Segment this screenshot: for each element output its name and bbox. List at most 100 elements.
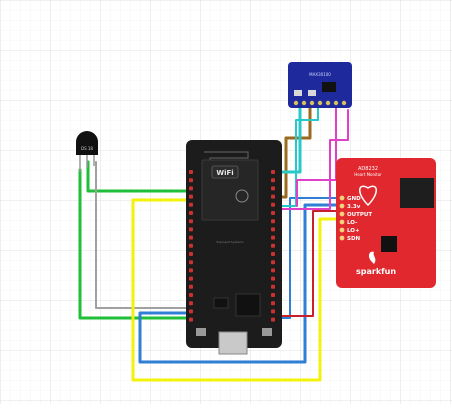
ecg-pin-label: OUTPUT bbox=[347, 212, 372, 218]
header-pin[interactable] bbox=[271, 268, 275, 273]
sensor-body bbox=[76, 131, 98, 155]
en-button[interactable] bbox=[262, 328, 272, 336]
wire-red-3v3[interactable] bbox=[275, 210, 341, 317]
pulse-sensor-pin[interactable] bbox=[317, 100, 323, 106]
pulse-sensor-chip bbox=[322, 82, 336, 92]
sensor-label: DS 18 bbox=[81, 146, 93, 151]
wire-teal-sda[interactable] bbox=[274, 106, 302, 174]
ecg-pin[interactable] bbox=[339, 227, 345, 233]
pulse-sensor-pin[interactable] bbox=[293, 100, 299, 106]
ecg-audio-jack bbox=[400, 178, 434, 208]
ecg-pin-label: LO+ bbox=[347, 228, 360, 234]
pulse-sensor-pins bbox=[293, 100, 347, 106]
esp32-board[interactable]: WiFi Espressif Systems bbox=[186, 140, 282, 355]
ecg-pin[interactable] bbox=[339, 195, 345, 201]
esp32-right-header bbox=[271, 170, 275, 322]
header-pin[interactable] bbox=[271, 243, 275, 248]
header-pin[interactable] bbox=[271, 211, 275, 215]
wire-blue-gnd[interactable] bbox=[275, 197, 341, 319]
header-pin[interactable] bbox=[189, 211, 193, 215]
wire-brown-scl[interactable] bbox=[274, 103, 312, 199]
temperature-sensor[interactable]: DS 18 bbox=[76, 131, 98, 172]
header-pin[interactable] bbox=[271, 227, 275, 232]
header-pin[interactable] bbox=[271, 170, 275, 174]
header-pin[interactable] bbox=[189, 243, 193, 248]
pulse-sensor-pin[interactable] bbox=[333, 100, 339, 106]
header-pin[interactable] bbox=[189, 284, 193, 289]
header-pin[interactable] bbox=[189, 260, 193, 265]
header-pin[interactable] bbox=[271, 309, 275, 314]
header-pin[interactable] bbox=[189, 252, 193, 256]
ecg-board[interactable]: AD8232 Heart Monitor GND3.3vOUTPUTLO-LO+… bbox=[336, 158, 436, 288]
header-pin[interactable] bbox=[189, 170, 193, 174]
pulse-sensor-pcb bbox=[288, 62, 352, 108]
sparkfun-flame-icon bbox=[368, 251, 376, 264]
ecg-pin[interactable] bbox=[339, 219, 345, 225]
header-pin[interactable] bbox=[271, 276, 275, 281]
wire-blue-loop[interactable] bbox=[138, 203, 342, 364]
wire-ecg-output[interactable] bbox=[131, 198, 342, 382]
header-pin[interactable] bbox=[189, 186, 193, 191]
header-pin[interactable] bbox=[189, 293, 193, 297]
wifi-badge bbox=[211, 165, 239, 179]
header-pin[interactable] bbox=[189, 309, 193, 314]
wire-sensor-vcc[interactable] bbox=[86, 160, 194, 193]
pulse-sensor-pin[interactable] bbox=[309, 100, 315, 106]
header-pin[interactable] bbox=[271, 284, 275, 289]
pulse-sensor-pin[interactable] bbox=[325, 100, 331, 106]
wire-sensor-gnd[interactable] bbox=[78, 168, 194, 320]
header-pin[interactable] bbox=[189, 276, 193, 281]
header-pin[interactable] bbox=[189, 219, 193, 224]
pulse-sensor-pin[interactable] bbox=[341, 100, 347, 106]
pulse-sensor-label: MAX30100 bbox=[309, 72, 331, 77]
header-pin[interactable] bbox=[189, 301, 193, 306]
header-pin[interactable] bbox=[189, 317, 193, 322]
esp32-left-header bbox=[189, 170, 193, 322]
ecg-chip bbox=[381, 236, 397, 252]
header-pin[interactable] bbox=[271, 260, 275, 265]
module-board-text: Espressif Systems bbox=[216, 240, 244, 244]
pulse-sensor-pin[interactable] bbox=[301, 100, 307, 106]
wire-magenta-vcc[interactable] bbox=[275, 109, 349, 210]
header-pin[interactable] bbox=[271, 178, 275, 183]
header-pin[interactable] bbox=[189, 202, 193, 207]
esp32-chip-small bbox=[213, 297, 229, 309]
header-pin[interactable] bbox=[189, 268, 193, 273]
boot-button[interactable] bbox=[196, 328, 206, 336]
header-pin[interactable] bbox=[271, 202, 275, 207]
heart-icon bbox=[359, 185, 377, 207]
wires bbox=[78, 103, 349, 382]
header-pin[interactable] bbox=[271, 293, 275, 297]
header-pin[interactable] bbox=[271, 219, 275, 224]
ecg-title: AD8232 bbox=[358, 166, 378, 172]
header-pin[interactable] bbox=[271, 317, 275, 322]
wire-magenta-2[interactable] bbox=[296, 107, 337, 207]
header-pin[interactable] bbox=[271, 235, 275, 240]
pulse-sensor-board[interactable]: MAX30100 bbox=[288, 62, 352, 108]
ecg-pin-label: LO- bbox=[347, 220, 357, 226]
usb-port bbox=[218, 331, 248, 355]
header-pin[interactable] bbox=[189, 194, 193, 199]
wire-teal-2[interactable] bbox=[275, 104, 319, 207]
wifi-label: WiFi bbox=[216, 169, 233, 177]
esp32-chip-main bbox=[235, 293, 261, 317]
header-pin[interactable] bbox=[189, 178, 193, 183]
header-pin[interactable] bbox=[271, 186, 275, 191]
header-pin[interactable] bbox=[189, 227, 193, 232]
ecg-brand: sparkfun bbox=[356, 267, 396, 276]
header-pin[interactable] bbox=[189, 235, 193, 240]
ecg-subtitle: Heart Monitor bbox=[354, 172, 382, 177]
header-pin[interactable] bbox=[271, 252, 275, 256]
header-pin[interactable] bbox=[271, 194, 275, 199]
wire-sensor-data[interactable] bbox=[95, 161, 193, 309]
ecg-pin[interactable] bbox=[339, 211, 345, 217]
ecg-pin-label: SDN bbox=[347, 236, 361, 242]
ecg-pin[interactable] bbox=[339, 203, 345, 209]
ecg-pin-label: GND bbox=[347, 196, 361, 202]
pulse-sensor-component-2 bbox=[308, 90, 316, 96]
ecg-pin[interactable] bbox=[339, 235, 345, 241]
header-pin[interactable] bbox=[271, 301, 275, 306]
